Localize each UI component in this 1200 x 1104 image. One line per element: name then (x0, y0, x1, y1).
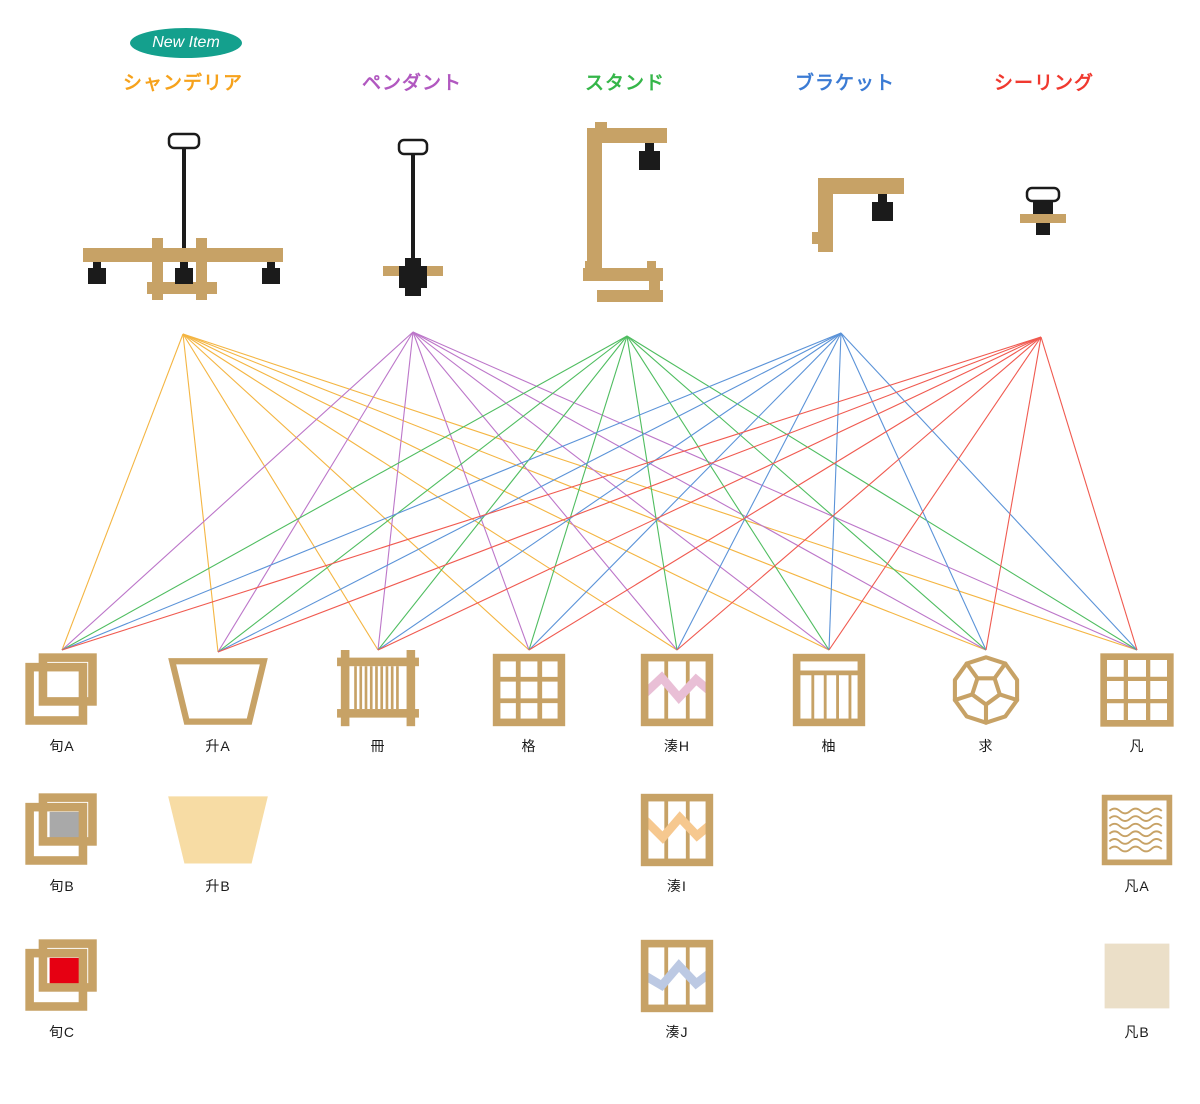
category-label-chandelier[interactable]: シャンデリア (122, 73, 244, 94)
design-item-masu-a[interactable]: 升A (163, 650, 273, 756)
design-item-masu-b[interactable]: 升B (163, 790, 273, 896)
design-item-bon-a[interactable]: 凡A (1087, 790, 1187, 896)
kyu-icon (952, 655, 1020, 725)
design-label: 湊I (667, 878, 687, 894)
minato-i-zigzag (642, 811, 712, 844)
design-label: 柚 (821, 738, 837, 754)
ceiling-illustration-icon (1020, 186, 1066, 235)
design-item-satsu[interactable]: 冊 (328, 650, 428, 756)
shun-a-icon (25, 653, 97, 725)
design-label: 升B (205, 878, 231, 894)
design-item-shun-c[interactable]: 旬C (12, 936, 112, 1042)
design-label: 格 (521, 738, 537, 754)
design-label: 凡B (1124, 1024, 1150, 1040)
masu-b-fill (168, 796, 268, 864)
bon-a-icon (1101, 794, 1173, 866)
shun-b-icon (25, 793, 97, 865)
design-label: 求 (978, 738, 994, 754)
minato-h-icon (640, 653, 714, 727)
stand-illustration-icon (583, 122, 667, 302)
design-item-kyu[interactable]: 求 (936, 650, 1036, 756)
bon-b-icon (1104, 943, 1170, 1009)
shun-b-fill (49, 811, 82, 838)
satsu-icon (337, 650, 419, 727)
masu-b-icon (168, 796, 268, 864)
design-label: 湊H (663, 738, 691, 754)
bracket-illustration-icon (812, 178, 904, 252)
design-item-kaku[interactable]: 格 (479, 650, 579, 756)
minato-j-zigzag (643, 959, 712, 992)
category-label-ceiling[interactable]: シーリング (993, 73, 1095, 94)
shun-c-fill (49, 957, 82, 984)
kaku-icon (492, 653, 566, 727)
minato-h-zigzag (642, 671, 712, 705)
design-item-shun-b[interactable]: 旬B (12, 790, 112, 896)
category-label-pendant[interactable]: ペンダント (361, 73, 463, 94)
design-item-minato-j[interactable]: 湊J (627, 936, 727, 1042)
bon-b-fill (1104, 943, 1170, 1009)
new-item-badge: New Item (130, 28, 242, 58)
design-label: 旬C (48, 1024, 76, 1040)
design-item-shun-a[interactable]: 旬A (12, 650, 112, 756)
design-label: 旬A (49, 738, 75, 754)
design-label: 凡 (1129, 738, 1145, 754)
design-label: 升A (205, 738, 231, 754)
minato-j-icon (640, 939, 714, 1013)
masu-a-icon (168, 658, 268, 725)
design-item-minato-i[interactable]: 湊I (627, 790, 727, 896)
bon-icon (1100, 653, 1174, 727)
design-item-yuzu[interactable]: 柚 (779, 650, 879, 756)
design-item-bon-b[interactable]: 凡B (1087, 936, 1187, 1042)
pendant-illustration-icon (383, 138, 443, 296)
design-label: 冊 (370, 738, 386, 754)
chandelier-illustration-icon (83, 132, 283, 300)
design-item-minato-h[interactable]: 湊H (627, 650, 727, 756)
design-label: 凡A (1124, 878, 1150, 894)
design-item-bon[interactable]: 凡 (1087, 650, 1187, 756)
minato-i-icon (640, 793, 714, 867)
yuzu-icon (792, 653, 866, 727)
shun-c-icon (25, 939, 97, 1011)
category-label-bracket[interactable]: ブラケット (794, 73, 896, 94)
design-label: 旬B (49, 878, 75, 894)
category-label-stand[interactable]: スタンド (584, 73, 666, 94)
design-label: 湊J (665, 1024, 689, 1040)
